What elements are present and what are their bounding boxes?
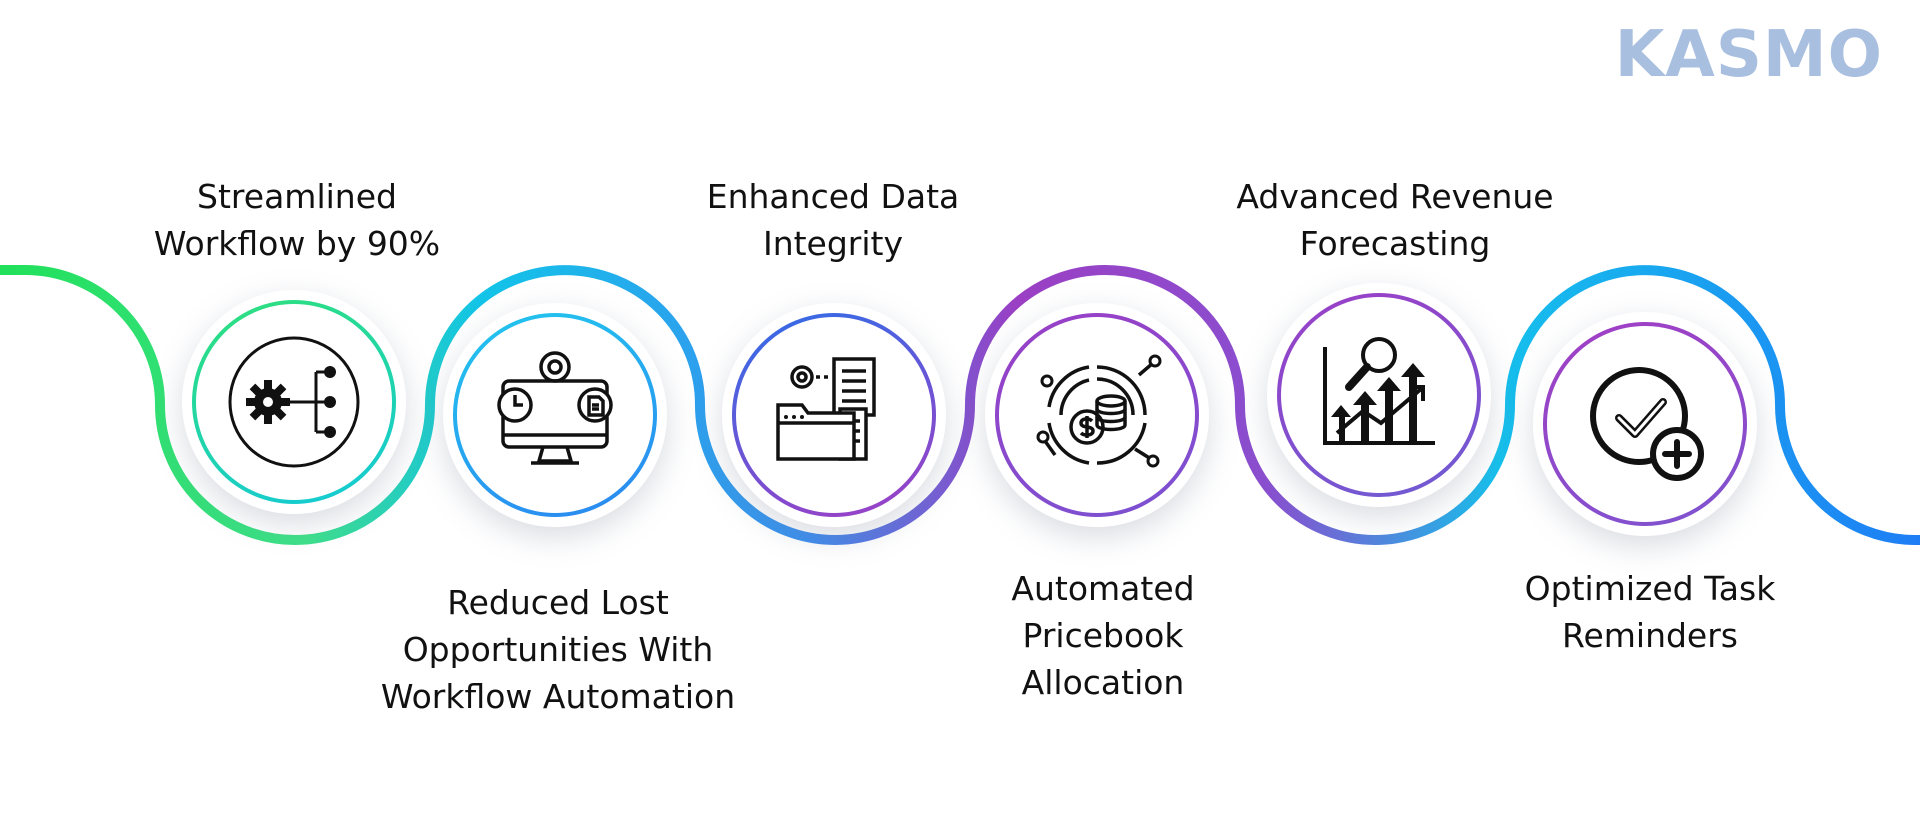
step-6-label: Optimized Task Reminders [1524,569,1776,655]
step-3-badge [722,303,946,527]
step-6-badge [1533,312,1757,536]
computer-gears-icon [497,351,613,465]
workflow-gear-icon [228,336,360,468]
check-plus-icon [1590,367,1704,481]
step-1-badge [182,290,406,514]
money-coins-cycle-icon [1036,354,1162,468]
step-3-label: Enhanced Data Integrity [706,177,960,263]
step-5-badge [1267,283,1491,507]
step-5-label: Advanced Revenue Forecasting [1236,177,1554,263]
step-4-label: Automated Pricebook Allocation [1011,569,1195,702]
step-4-badge [985,303,1209,527]
step-2-label: Reduced Lost Opportunities With Workflow… [380,583,736,716]
step-2-badge [443,303,667,527]
step-1-label: Streamlined Workflow by 90% [153,177,441,263]
growth-chart-search-icon [1323,337,1435,445]
data-folder-icon [776,357,876,461]
kasmo-logo: KASMO [1614,18,1883,92]
